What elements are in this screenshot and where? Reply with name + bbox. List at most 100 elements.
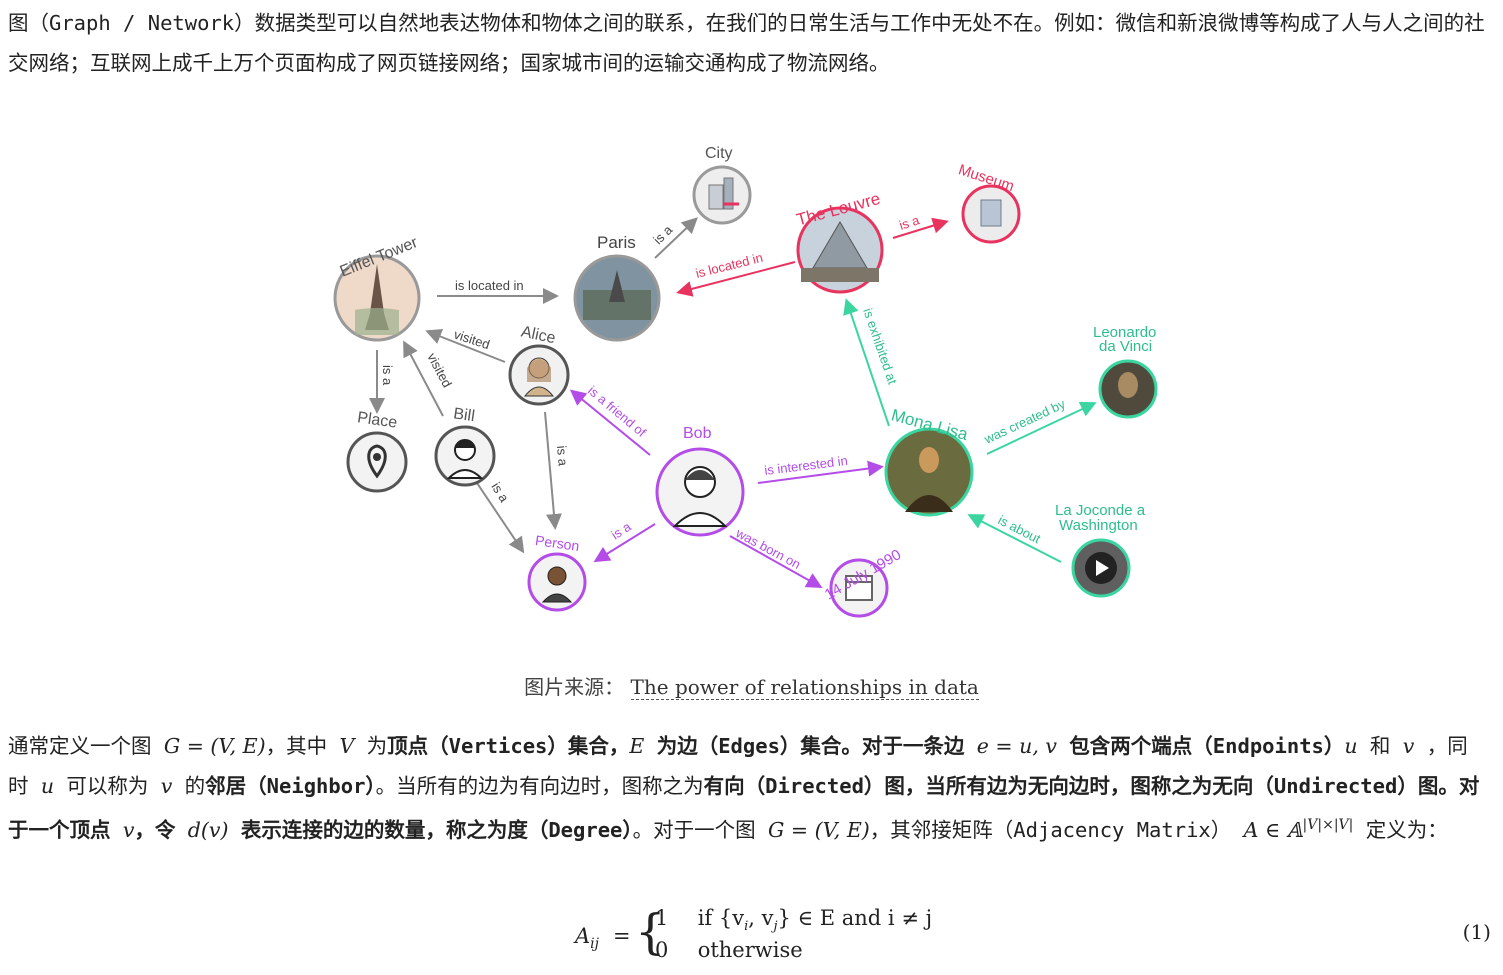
knowledge-graph-figure: is located in is a is located in is a is… — [333, 145, 1158, 618]
text-run: ，同时 — [8, 734, 1468, 798]
bold-run: 邻居（Neighbor） — [205, 773, 376, 798]
case-condition: if {vi, vj} ∈ E and i ≠ j — [697, 906, 933, 934]
edge-louvre-museum — [892, 217, 949, 239]
edge-label: is interested in — [764, 453, 849, 478]
node-label: Person — [534, 532, 580, 554]
edge-label: is a — [380, 365, 395, 386]
node-label: Washington — [1059, 517, 1138, 534]
edge-label: visited — [424, 350, 455, 390]
edge-monalisa-louvre — [843, 298, 890, 427]
bold-run: 为边（Edges）集合。对于一条边 — [644, 734, 977, 758]
equation-case-1: 1 if {vi, vj} ∈ E and i ≠ j — [655, 906, 932, 934]
equation-lhs: Aij — [575, 924, 599, 952]
edge-label: is a — [897, 212, 922, 233]
edge-joconde-monalisa — [967, 514, 1062, 563]
text-run: ，其中 — [265, 734, 340, 758]
case-condition-part: , v — [748, 906, 774, 930]
math-inline: v — [160, 773, 173, 798]
edge-label: is located in — [455, 278, 524, 293]
edge-bob-monalisa — [757, 460, 884, 484]
node-label: da Vinci — [1099, 338, 1152, 355]
definition-paragraph: 通常定义一个图 G = (V, E)，其中 V 为顶点（Vertices）集合，… — [8, 727, 1488, 850]
node-label: Place — [356, 409, 398, 431]
edge-label: is located in — [694, 250, 764, 281]
edge-bob-date — [729, 535, 823, 588]
edge-label: is exhibited at — [860, 306, 900, 386]
equation-lhs-symbol: A — [575, 924, 591, 948]
edge-monalisa-leonardo — [986, 401, 1097, 455]
bold-run: 顶点（Vertices）集合， — [387, 734, 630, 758]
math-inline: A ∈ 𝔸 — [1243, 817, 1303, 842]
node-eiffel-tower: Eiffel Tower — [333, 234, 421, 342]
node-bill: Bill — [434, 405, 496, 487]
figure-caption: 图片来源： The power of relationships in data — [0, 671, 1503, 700]
edge-label: is a — [554, 445, 571, 467]
bold-run: 包含两个端点（Endpoints） — [1056, 734, 1345, 758]
caption-prefix: 图片来源： — [524, 675, 625, 699]
node-city: City — [692, 145, 752, 225]
bold-run: 表示连接的边的数量，称之为度（Degree） — [228, 817, 633, 842]
text-run: 为 — [354, 734, 388, 758]
equation-case-2: 0 otherwise — [655, 938, 803, 962]
edge-label: is a — [488, 480, 512, 506]
equation-number: (1) — [1462, 920, 1491, 944]
equation-lhs-subscript: ij — [590, 936, 599, 953]
edge-alice-person — [544, 411, 562, 530]
equation-equals: = — [613, 924, 631, 948]
case-value: 1 — [655, 906, 669, 930]
edge-label: is a friend of — [585, 383, 649, 440]
edge-label: was born on — [733, 525, 803, 572]
node-label: Bill — [452, 405, 476, 425]
text-run: 。当所有的边为有向边时，图称之为 — [375, 773, 704, 798]
text-run: 的 — [172, 773, 206, 798]
edge-louvre-paris — [676, 261, 796, 297]
edge-label: is a — [650, 222, 675, 247]
node-place: Place — [346, 409, 408, 493]
case-value: 0 — [655, 938, 669, 962]
node-bob: Bob — [655, 425, 745, 537]
equation-brace: { — [635, 904, 666, 960]
node-label: Bob — [683, 425, 712, 442]
node-the-louvre: The Louvre — [794, 189, 884, 294]
case-condition-part: if {v — [697, 906, 745, 930]
caption-link[interactable]: The power of relationships in data — [630, 675, 979, 700]
bold-run: 有向（Directed）图，当所有边为无向边时，图称之为无向（Undirecte… — [8, 773, 1480, 842]
math-inline: G = (V, E) — [163, 734, 266, 758]
math-inline: u — [1344, 734, 1358, 758]
edge-bob-person — [593, 523, 656, 563]
node-person: Person — [527, 532, 587, 612]
node-label: City — [705, 145, 733, 162]
case-condition: otherwise — [697, 938, 803, 962]
edge-bob-alice — [569, 389, 651, 456]
edge-bill-eiffel — [403, 340, 444, 417]
edge-bill-person — [474, 479, 525, 554]
node-label: Leonardo — [1093, 324, 1156, 341]
node-la-joconde: La Joconde a Washington — [1055, 502, 1146, 598]
bold-run: ，令 — [134, 817, 188, 842]
node-label: Paris — [597, 233, 636, 252]
math-inline: u — [40, 773, 55, 798]
case-sub: i — [744, 919, 749, 935]
math-inline: V — [339, 734, 355, 758]
node-mona-lisa: Mona Lisa — [884, 405, 974, 517]
math-superscript: |V|×|V| — [1302, 817, 1354, 833]
text-run: ，其邻接矩阵（Adjacency Matrix） — [869, 817, 1244, 842]
edge-alice-eiffel — [425, 328, 506, 363]
node-label: Alice — [520, 323, 558, 347]
math-inline: v — [122, 817, 135, 842]
node-date: 14 July 1990 — [822, 546, 904, 618]
text-run: 。对于一个图 — [632, 817, 768, 842]
edge-paris-city — [654, 217, 698, 259]
edges: is located in is a is located in is a is… — [369, 212, 1097, 588]
text-run: 可以称为 — [54, 773, 161, 798]
math-inline: G = (V, E) — [767, 817, 870, 842]
nodes: Eiffel Tower Paris City The Louvre — [333, 145, 1158, 618]
intro-paragraph: 图（Graph / Network）数据类型可以自然地表达物体和物体之间的联系，… — [8, 11, 1485, 75]
case-sub: j — [773, 919, 778, 935]
node-paris: Paris — [573, 233, 661, 342]
node-alice: Alice — [508, 323, 570, 406]
text-run: 和 — [1357, 734, 1403, 758]
case-condition-part: } ∈ E and i ≠ j — [777, 906, 933, 930]
node-museum: Museum — [956, 161, 1021, 244]
text-run: 通常定义一个图 — [8, 734, 164, 758]
